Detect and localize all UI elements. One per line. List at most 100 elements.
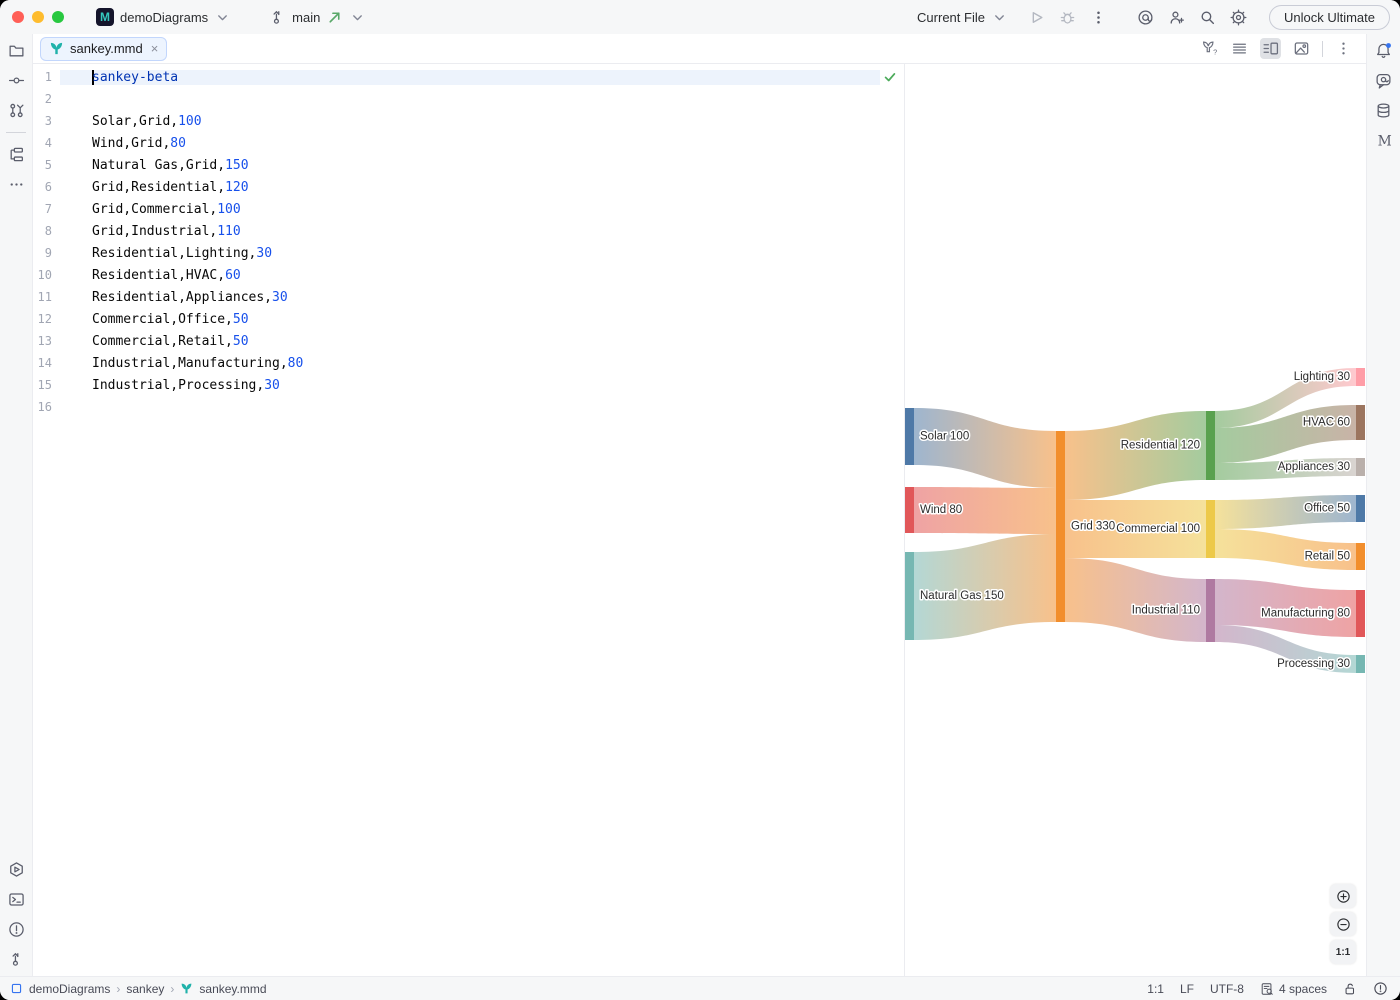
editor-preview-splitter[interactable] [904, 64, 905, 976]
sankey-link-Grid-Residential [1065, 411, 1206, 500]
editor-only-view-icon[interactable] [1231, 40, 1248, 57]
project-tool-icon[interactable] [8, 42, 25, 59]
line-separator-widget[interactable]: LF [1179, 981, 1194, 996]
inspections-ok-icon[interactable] [883, 70, 897, 88]
sankey-link-Wind-Grid [914, 487, 1056, 534]
terminal-tool-icon[interactable] [8, 891, 25, 908]
more-actions-icon[interactable] [1090, 9, 1107, 26]
push-arrow-icon [329, 11, 340, 23]
text-caret [92, 69, 94, 85]
caret-position-widget[interactable]: 1:1 [1147, 981, 1164, 996]
writable-lock-icon[interactable] [1343, 982, 1357, 996]
window-controls [12, 11, 64, 23]
pull-requests-tool-icon[interactable] [8, 102, 25, 119]
commit-tool-icon[interactable] [8, 72, 25, 89]
line-number: 11 [37, 290, 52, 304]
line-number: 15 [37, 378, 52, 392]
project-icon: M [96, 8, 114, 26]
debug-icon[interactable] [1059, 9, 1076, 26]
event-log-icon[interactable] [1373, 981, 1388, 996]
run-config-name: Current File [917, 9, 985, 25]
sankey-node-Appliances [1356, 458, 1365, 476]
services-tool-icon[interactable] [8, 861, 25, 878]
structure-tool-icon[interactable] [8, 146, 25, 163]
sankey-label-Appliances: Appliances 30 [1278, 461, 1350, 473]
unlock-ultimate-button[interactable]: Unlock Ultimate [1268, 4, 1390, 30]
zoom-in-button[interactable] [1330, 884, 1356, 908]
preview-only-view-icon[interactable] [1293, 40, 1310, 57]
project-widget[interactable]: M demoDiagrams [90, 5, 237, 29]
line-number: 16 [37, 400, 52, 414]
close-window-button[interactable] [12, 11, 24, 23]
sankey-label-Wind: Wind 80 [920, 504, 962, 516]
code-line[interactable]: 16 [33, 396, 904, 418]
line-number: 1 [44, 70, 52, 84]
sankey-link-Residential-Lighting [1215, 368, 1356, 428]
version-control-tool-icon[interactable] [8, 951, 25, 968]
encoding-widget[interactable]: UTF-8 [1209, 981, 1244, 996]
mermaid-tool-icon[interactable]: M [1375, 132, 1392, 149]
editor-options-kebab-icon[interactable] [1335, 40, 1352, 57]
reset-zoom-button[interactable]: 1:1 [1330, 940, 1356, 964]
code-line[interactable]: 2 [33, 88, 904, 110]
notifications-bell-icon[interactable] [1375, 42, 1392, 59]
mermaid-settings-icon[interactable]: ? [1202, 40, 1219, 57]
breadcrumb-separator: › [116, 981, 121, 996]
sankey-node-Wind [905, 487, 914, 533]
sankey-label-Office: Office 50 [1304, 503, 1350, 515]
add-user-icon[interactable] [1168, 9, 1185, 26]
sankey-node-Processing [1356, 655, 1365, 673]
status-bar: demoDiagrams › sankey › sankey.mmd 1:1 L… [0, 976, 1400, 1000]
sankey-node-Retail [1356, 543, 1365, 570]
sankey-link-Commercial-Office [1215, 495, 1356, 529]
ai-chat-icon[interactable] [1375, 72, 1392, 89]
sankey-label-Retail: Retail 50 [1305, 551, 1350, 563]
minimize-window-button[interactable] [32, 11, 44, 23]
sankey-node-Residential [1206, 411, 1215, 480]
breadcrumb-folder[interactable]: sankey [126, 981, 165, 996]
search-icon[interactable] [1199, 9, 1216, 26]
preview-zoom-controls: 1:1 [1330, 884, 1356, 964]
code-text: Wind,Grid,80 [92, 135, 186, 151]
chevron-down-icon [995, 14, 1004, 20]
maximize-window-button[interactable] [52, 11, 64, 23]
settings-gear-icon[interactable] [1230, 9, 1247, 26]
vcs-widget[interactable]: main [263, 6, 372, 29]
mermaid-file-icon [50, 42, 63, 55]
zoom-out-button[interactable] [1330, 912, 1356, 936]
sankey-node-Commercial [1206, 500, 1215, 558]
more-tool-windows-icon[interactable] [8, 176, 25, 193]
ai-assistant-icon[interactable] [1137, 9, 1154, 26]
indentation-widget[interactable]: 4 spaces [1260, 982, 1327, 996]
breadcrumb-project[interactable]: demoDiagrams [29, 981, 111, 996]
run-configuration-selector[interactable]: Current File [911, 6, 1014, 29]
run-icon[interactable] [1028, 9, 1045, 26]
breadcrumb-file[interactable]: sankey.mmd [199, 981, 267, 996]
sankey-label-HVAC: HVAC 60 [1303, 417, 1350, 429]
tab-sankey-mmd[interactable]: sankey.mmd × [40, 36, 168, 61]
split-view-selected[interactable] [1260, 38, 1281, 59]
code-text: Grid,Commercial,100 [92, 201, 241, 217]
titlebar: M demoDiagrams main Current File Unlock … [0, 0, 1400, 34]
database-icon[interactable] [1375, 102, 1392, 119]
close-tab-icon[interactable]: × [150, 41, 159, 56]
problems-tool-icon[interactable] [8, 921, 25, 938]
stripe-divider [6, 132, 26, 133]
chevron-down-icon [218, 14, 228, 20]
